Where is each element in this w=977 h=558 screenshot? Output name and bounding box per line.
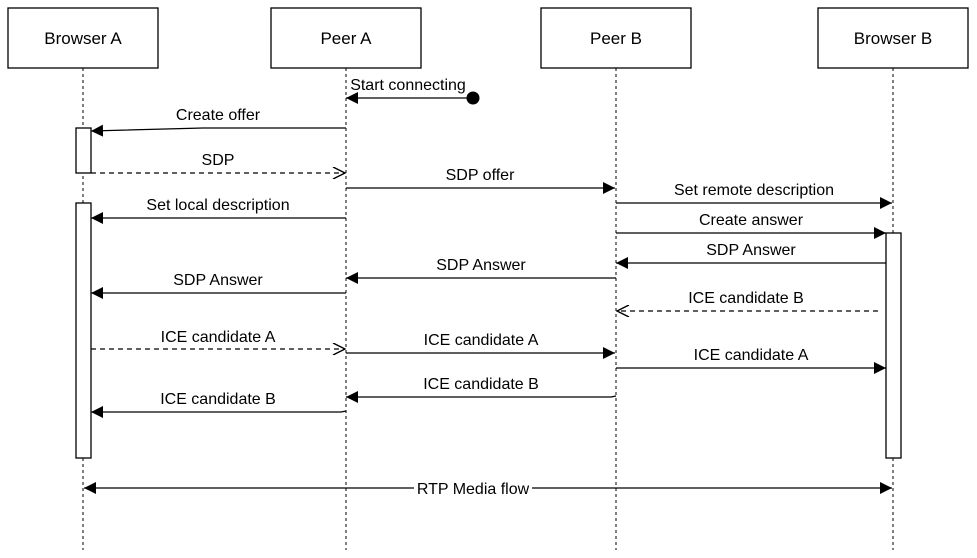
message-start-connecting: Start connecting — [346, 77, 480, 105]
message-rtp-media-flow: RTP Media flow — [84, 478, 892, 498]
participant-peer-b: Peer B — [540, 7, 692, 69]
message-ice-candidate-b-from-browser: ICE candidate B — [617, 290, 878, 311]
message-label: ICE candidate B — [160, 391, 276, 408]
participant-browser-b: Browser B — [817, 7, 969, 69]
message-create-answer: Create answer — [616, 212, 886, 239]
message-label: Create offer — [176, 107, 261, 124]
message-create-offer: Create offer — [90, 107, 346, 137]
message-label: Create answer — [699, 212, 804, 229]
message-label: RTP Media flow — [417, 481, 530, 498]
message-ice-candidate-b-peer-b: ICE candidate B — [346, 376, 617, 403]
participant-browser-a: Browser A — [7, 7, 159, 69]
participant-label: Browser B — [854, 29, 932, 48]
activation-browser-a-1 — [75, 127, 92, 174]
message-label: Set remote description — [674, 182, 834, 199]
participant-peer-a: Peer A — [270, 7, 422, 69]
message-sdp-answer-peer-b: SDP Answer — [346, 257, 616, 284]
message-label: SDP offer — [446, 167, 515, 184]
message-label: SDP Answer — [706, 242, 796, 259]
message-label: ICE candidate A — [161, 329, 276, 346]
message-set-local-description: Set local description — [91, 197, 346, 224]
participant-label: Peer A — [320, 29, 372, 48]
message-label: Start connecting — [350, 77, 466, 94]
message-ice-candidate-b-peer-a: ICE candidate B — [91, 391, 347, 418]
message-label: ICE candidate A — [424, 332, 539, 349]
message-label: Set local description — [146, 197, 289, 214]
message-ice-candidate-a-from-browser: ICE candidate A — [91, 329, 345, 349]
message-label: SDP Answer — [173, 272, 263, 289]
start-dot-icon — [466, 91, 480, 105]
participant-label: Peer B — [590, 29, 642, 48]
message-set-remote-description: Set remote description — [616, 182, 892, 209]
activation-browser-b-1 — [885, 232, 902, 459]
message-label: ICE candidate A — [694, 347, 809, 364]
message-sdp-answer-browser-b: SDP Answer — [616, 242, 886, 269]
message-sdp-answer-peer-a: SDP Answer — [91, 272, 346, 299]
participant-label: Browser A — [44, 29, 122, 48]
message-ice-candidate-a-peer-b: ICE candidate A — [616, 347, 886, 374]
activation-browser-a-2 — [75, 202, 92, 459]
message-sdp-offer: SDP offer — [346, 167, 615, 194]
message-label: ICE candidate B — [423, 376, 539, 393]
message-ice-candidate-a-peer-a: ICE candidate A — [346, 332, 615, 359]
message-label: ICE candidate B — [688, 290, 804, 307]
message-label: SDP — [202, 152, 235, 169]
message-sdp: SDP — [91, 152, 345, 173]
message-label: SDP Answer — [436, 257, 526, 274]
